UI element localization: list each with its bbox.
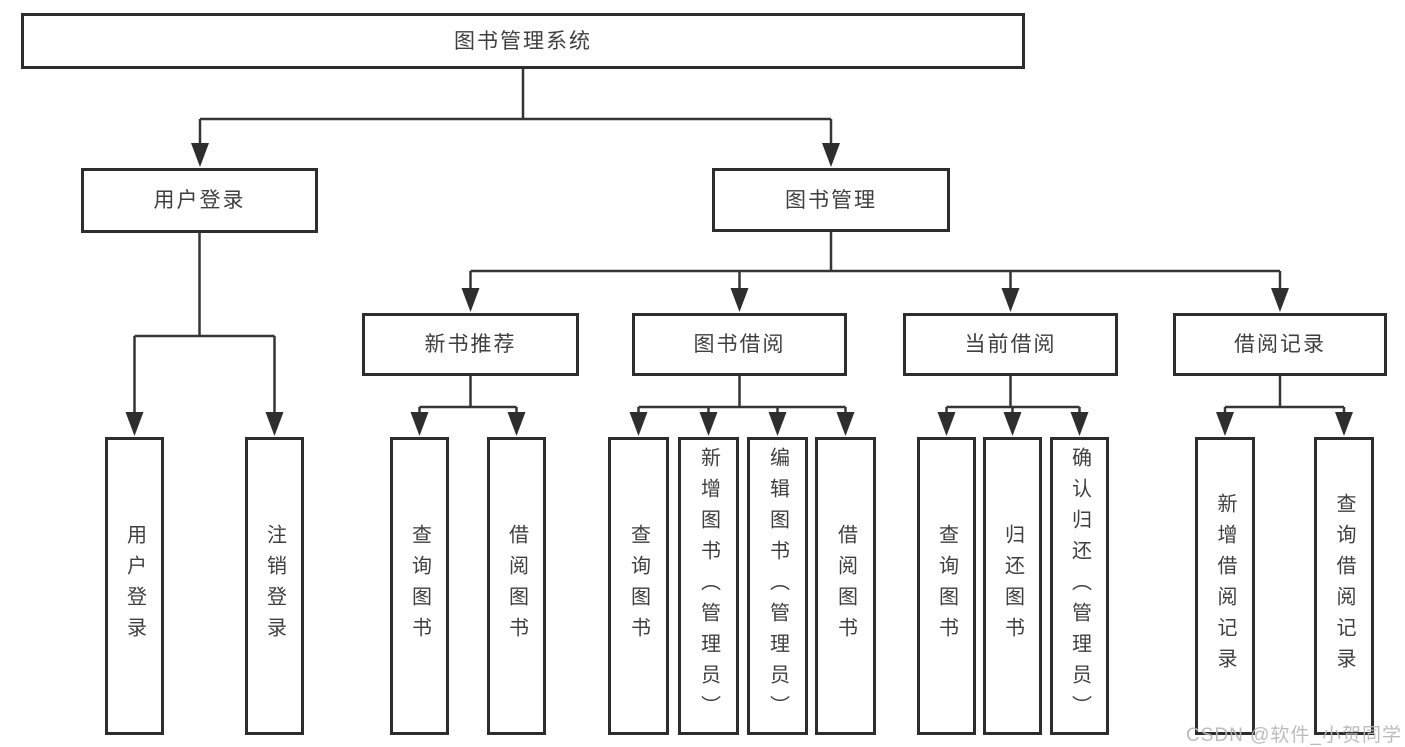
node-root-system: 图书管理系统 bbox=[21, 13, 1025, 69]
branch-new-book-rec-to-leaves bbox=[418, 376, 518, 418]
branch-current-borrow-to-leaves bbox=[945, 376, 1081, 418]
arrowhead-icon bbox=[191, 143, 209, 167]
arrowhead-icon bbox=[629, 412, 648, 436]
branch-root-to-level2 bbox=[198, 69, 833, 148]
node-book-borrowing: 图书借阅 bbox=[632, 313, 847, 376]
node-user-login-group: 用户登录 bbox=[81, 168, 318, 233]
node-add-books-admin: 新增图书（管理员） bbox=[678, 437, 739, 735]
arrowhead-icon bbox=[1271, 288, 1289, 312]
arrowhead-icon bbox=[507, 412, 526, 436]
arrowhead-icon bbox=[937, 412, 956, 436]
node-borrow-books-recommend: 借阅图书 bbox=[487, 437, 546, 735]
arrowhead-icon bbox=[822, 143, 840, 167]
node-add-borrow-record: 新增借阅记录 bbox=[1195, 437, 1255, 735]
arrowhead-icon bbox=[699, 412, 718, 436]
arrowhead-icon bbox=[730, 288, 749, 312]
node-query-books-borrow: 查询图书 bbox=[608, 437, 669, 735]
branch-user-login-to-leaves bbox=[133, 233, 276, 418]
arrowhead-icon bbox=[1070, 412, 1089, 436]
arrowhead-icon bbox=[125, 412, 144, 436]
arrowhead-icon bbox=[1003, 412, 1022, 436]
node-query-borrow-record: 查询借阅记录 bbox=[1314, 437, 1374, 735]
node-current-borrowing: 当前借阅 bbox=[903, 313, 1118, 376]
arrowhead-icon bbox=[836, 412, 855, 436]
node-book-management: 图书管理 bbox=[712, 168, 950, 232]
node-user-login: 用户登录 bbox=[105, 437, 164, 735]
arrowhead-icon bbox=[1001, 288, 1020, 312]
tree-branch-lines bbox=[133, 69, 1346, 418]
node-logout: 注销登录 bbox=[245, 437, 304, 735]
watermark: CSDN @软件_小贺同学 bbox=[1186, 725, 1402, 746]
node-query-books-current: 查询图书 bbox=[917, 437, 976, 735]
arrowheads bbox=[125, 143, 1353, 436]
arrowhead-icon bbox=[1216, 412, 1234, 436]
arrowhead-icon bbox=[265, 412, 284, 436]
arrowhead-icon bbox=[1335, 412, 1353, 436]
node-query-books-recommend: 查询图书 bbox=[390, 437, 449, 735]
node-borrowing-records: 借阅记录 bbox=[1173, 313, 1387, 376]
node-return-books: 归还图书 bbox=[983, 437, 1042, 735]
node-borrow-books: 借阅图书 bbox=[815, 437, 876, 735]
arrowhead-icon bbox=[410, 412, 429, 436]
node-confirm-return-admin: 确认归还（管理员） bbox=[1050, 437, 1109, 735]
branch-borrow-records-to-leaves bbox=[1223, 376, 1346, 418]
arrowhead-icon bbox=[768, 412, 787, 436]
branch-book-borrow-to-leaves bbox=[637, 376, 847, 418]
branch-book-mgmt-to-level3 bbox=[469, 232, 1282, 293]
arrowhead-icon bbox=[461, 288, 480, 312]
node-new-book-recommend: 新书推荐 bbox=[362, 313, 579, 376]
node-edit-books-admin: 编辑图书（管理员） bbox=[747, 437, 808, 735]
